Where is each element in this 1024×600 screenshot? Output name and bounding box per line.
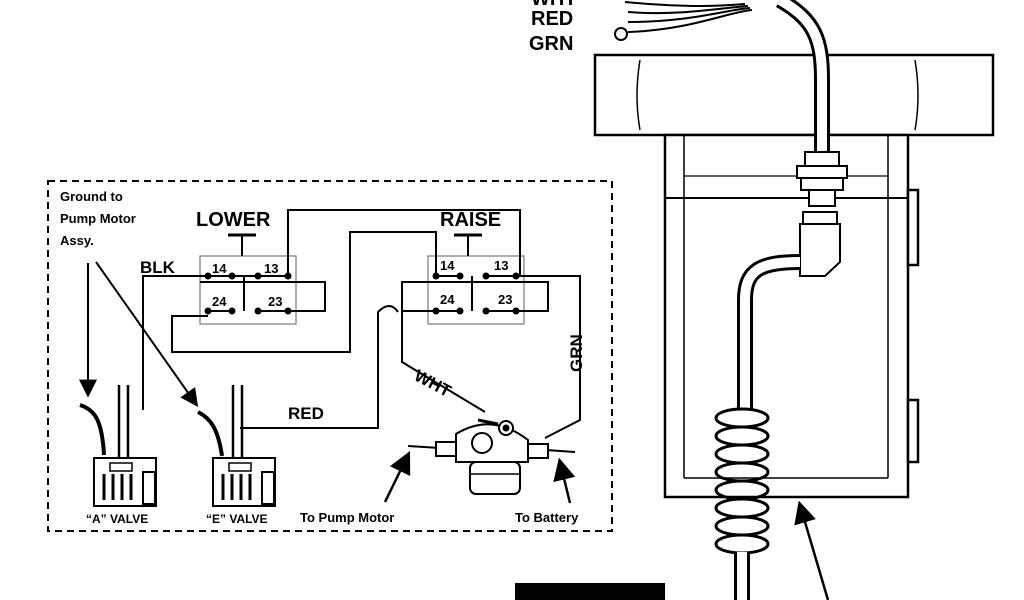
housing-collar bbox=[593, 53, 995, 137]
housing-body bbox=[663, 133, 910, 499]
lower-switch bbox=[199, 233, 297, 325]
lower-terminal-13: 13 bbox=[264, 261, 279, 276]
control-panel-outline bbox=[47, 180, 613, 532]
raise-terminal-24: 24 bbox=[440, 292, 455, 307]
wire-label-red-top: RED bbox=[531, 8, 574, 30]
control-wires bbox=[142, 209, 581, 439]
lower-terminal-23: 23 bbox=[268, 294, 283, 309]
ground-arrow-e bbox=[95, 261, 199, 407]
raise-switch-title: RAISE bbox=[440, 209, 502, 231]
lower-switch-title: LOWER bbox=[196, 209, 271, 231]
top-cable-core bbox=[777, 0, 827, 152]
to-pump-motor-label: To Pump Motor bbox=[300, 510, 395, 525]
pump-motor-arrow bbox=[383, 450, 411, 503]
coil-loops bbox=[714, 407, 770, 555]
wire-label-blk: BLK bbox=[140, 258, 175, 277]
raise-terminal-14: 14 bbox=[440, 258, 455, 273]
lower-terminal-14: 14 bbox=[212, 261, 227, 276]
wire-label-red-mid: RED bbox=[288, 404, 324, 423]
valve-a-label: “A” VALVE bbox=[86, 512, 149, 526]
top-loose-wires bbox=[614, 1, 753, 41]
collar-seam-left bbox=[636, 59, 641, 131]
solenoid bbox=[407, 418, 576, 495]
cable-gland bbox=[796, 151, 848, 277]
coiled-cord-upper-core bbox=[740, 257, 801, 410]
raise-terminal-13: 13 bbox=[494, 258, 509, 273]
raise-switch bbox=[427, 233, 525, 325]
housing-tab-upper bbox=[906, 188, 920, 267]
ground-note-line2: Pump Motor bbox=[60, 211, 136, 226]
raise-terminal-23: 23 bbox=[498, 292, 513, 307]
housing-tab-lower bbox=[906, 398, 920, 464]
bottom-bar bbox=[515, 583, 665, 600]
collar-seam-right bbox=[914, 59, 919, 131]
housing-pointer-arrow bbox=[794, 500, 830, 600]
valve-e-label: “E” VALVE bbox=[206, 512, 268, 526]
ground-note-line3: Assy. bbox=[60, 233, 94, 248]
valve-a bbox=[79, 385, 157, 507]
battery-arrow bbox=[553, 457, 576, 504]
wire-label-grn-top: GRN bbox=[529, 33, 574, 55]
to-battery-label: To Battery bbox=[515, 510, 579, 525]
valve-e bbox=[197, 385, 276, 507]
ground-note-line1: Ground to bbox=[60, 189, 123, 204]
lower-terminal-24: 24 bbox=[212, 294, 227, 309]
wire-label-wht-top: WHT bbox=[531, 0, 577, 11]
wire-label-grn-side: GRN bbox=[567, 334, 586, 372]
pump-housing bbox=[593, 53, 995, 499]
